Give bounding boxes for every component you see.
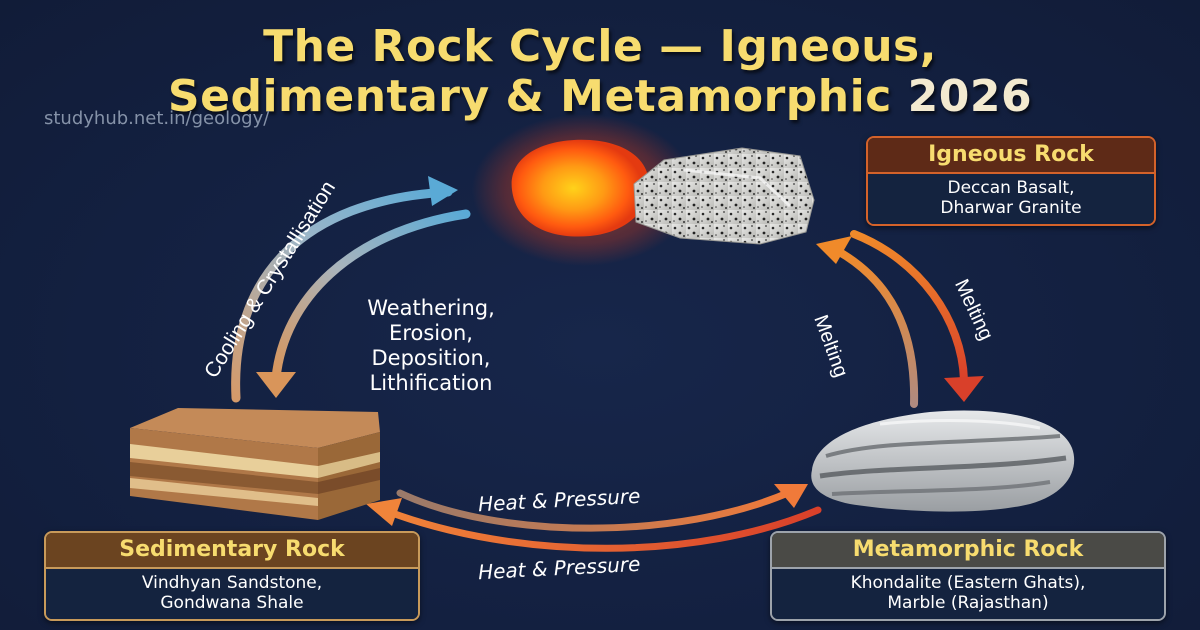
- weathering-arrow: [256, 209, 471, 398]
- melting-arrow-down: [850, 230, 984, 402]
- weathering-label: Weathering, Erosion, Deposition, Lithifi…: [367, 296, 495, 395]
- banded-rock-icon: [811, 410, 1075, 512]
- igneous-rock-title: Igneous Rock: [868, 138, 1154, 174]
- sedimentary-rock-title: Sedimentary Rock: [46, 533, 418, 569]
- igneous-rock-card: Igneous Rock Deccan Basalt, Dharwar Gran…: [866, 136, 1156, 226]
- heat-pressure-arrow-left: [366, 498, 822, 552]
- metamorphic-rock-card: Metamorphic Rock Khondalite (Eastern Gha…: [770, 531, 1166, 621]
- page-title: The Rock Cycle — Igneous, Sedimentary & …: [0, 22, 1200, 122]
- magma-and-granite-icon: [472, 114, 815, 266]
- heat-pressure-arrow-right: [396, 484, 808, 532]
- sedimentary-rock-card: Sedimentary Rock Vindhyan Sandstone, Gon…: [44, 531, 420, 621]
- sedimentary-rock-examples: Vindhyan Sandstone, Gondwana Shale: [46, 569, 418, 619]
- title-line-1: The Rock Cycle — Igneous,: [263, 21, 937, 72]
- sediment-layers-icon: [130, 408, 380, 520]
- cooling-arrow: [231, 176, 458, 403]
- igneous-rock-examples: Deccan Basalt, Dharwar Granite: [868, 174, 1154, 224]
- title-line-2: Sedimentary & Metamorphic 2026: [167, 71, 1033, 122]
- title-year: 2026: [907, 71, 1033, 122]
- source-url: studyhub.net.in/geology/: [44, 108, 270, 129]
- melting-arrow-up: [816, 236, 919, 408]
- metamorphic-rock-examples: Khondalite (Eastern Ghats), Marble (Raja…: [772, 569, 1164, 619]
- metamorphic-rock-title: Metamorphic Rock: [772, 533, 1164, 569]
